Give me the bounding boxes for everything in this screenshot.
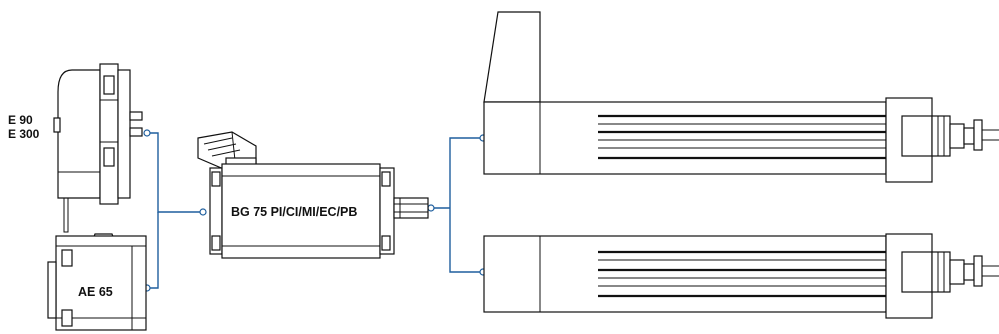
label-encoder-top-line2: E 300 [8,127,40,141]
encoder-e90-e300 [53,63,143,233]
encoder-ae65 [47,233,147,331]
motor-bg75 [197,131,429,259]
actuator-top [483,11,999,183]
label-motor: BG 75 PI/CI/MI/EC/PB [231,205,357,219]
node-motor-shaft [427,204,435,212]
wire-motor-shaft-to-actuators [434,137,480,273]
wire-encoder-top [150,132,200,213]
label-encoder-top-line1: E 90 [8,113,33,127]
actuator-bottom [483,233,999,319]
label-encoder-bottom: AE 65 [78,285,113,299]
node-encoder-top [143,129,151,137]
node-motor-left [199,208,207,216]
wire-encoder-bottom [150,212,159,289]
connection-wires [150,132,480,289]
